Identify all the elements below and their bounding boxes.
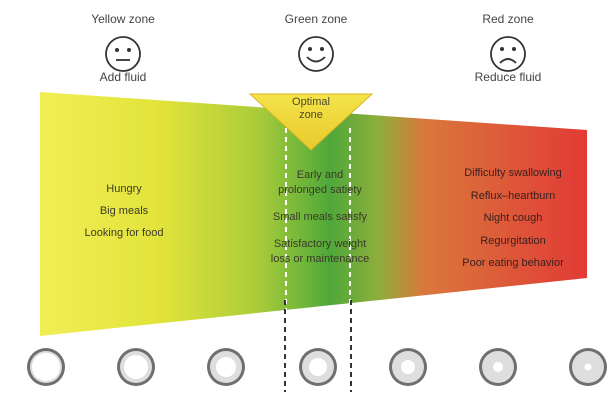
ring-medium-small-lumen — [389, 348, 427, 386]
list-item: Satisfactory weight — [273, 238, 367, 250]
yellow-zone-header: Yellow zone Add fluid — [53, 12, 193, 92]
yellow-zone-title: Yellow zone — [91, 12, 155, 26]
green-zone-title: Green zone — [284, 12, 348, 26]
list-item: Poor eating behavior — [462, 257, 564, 269]
ring-medium-lumen — [299, 348, 337, 386]
list-item: prolonged satiety — [278, 184, 362, 196]
list-item: Looking for food — [84, 227, 164, 239]
ring-large-lumen — [117, 348, 155, 386]
optimal-zone-label: Optimal zone — [292, 96, 330, 121]
neutral-face-icon — [105, 36, 141, 72]
red-zone-title: Red zone — [482, 12, 534, 26]
list-item: Hungry — [106, 183, 142, 195]
optimal-zone-arrow — [248, 93, 374, 151]
ring-largest-lumen — [27, 348, 65, 386]
list-item: Early and — [296, 169, 344, 181]
list-item: Small meals satisfy — [272, 211, 368, 223]
ring-smallest-lumen — [569, 348, 607, 386]
list-item: Difficulty swallowing — [464, 167, 562, 179]
sad-face-icon — [490, 36, 526, 72]
green-zone-header: Green zone — [246, 12, 386, 92]
list-item: Night cough — [483, 212, 543, 224]
list-item: loss or maintenance — [270, 253, 370, 265]
smiley-face-icon — [298, 36, 334, 72]
red-zone-action: Reduce fluid — [474, 70, 542, 84]
red-zone-header: Red zone Reduce fluid — [438, 12, 578, 92]
list-item: Big meals — [99, 205, 149, 217]
yellow-zone-symptoms: Hungry Big meals Looking for food — [62, 178, 186, 244]
list-item: Regurgitation — [480, 234, 546, 247]
lumen-rings — [27, 348, 607, 386]
list-item: Reflux–heartburn — [470, 189, 556, 202]
red-zone-symptoms: Difficulty swallowing Reflux–heartburn N… — [448, 162, 578, 275]
yellow-zone-action: Add fluid — [99, 70, 147, 84]
ring-small-lumen — [479, 348, 517, 386]
ring-medium-large-lumen — [207, 348, 245, 386]
green-zone-benefits: Early and prolonged satiety Small meals … — [252, 168, 388, 267]
gradient-band — [40, 92, 587, 336]
